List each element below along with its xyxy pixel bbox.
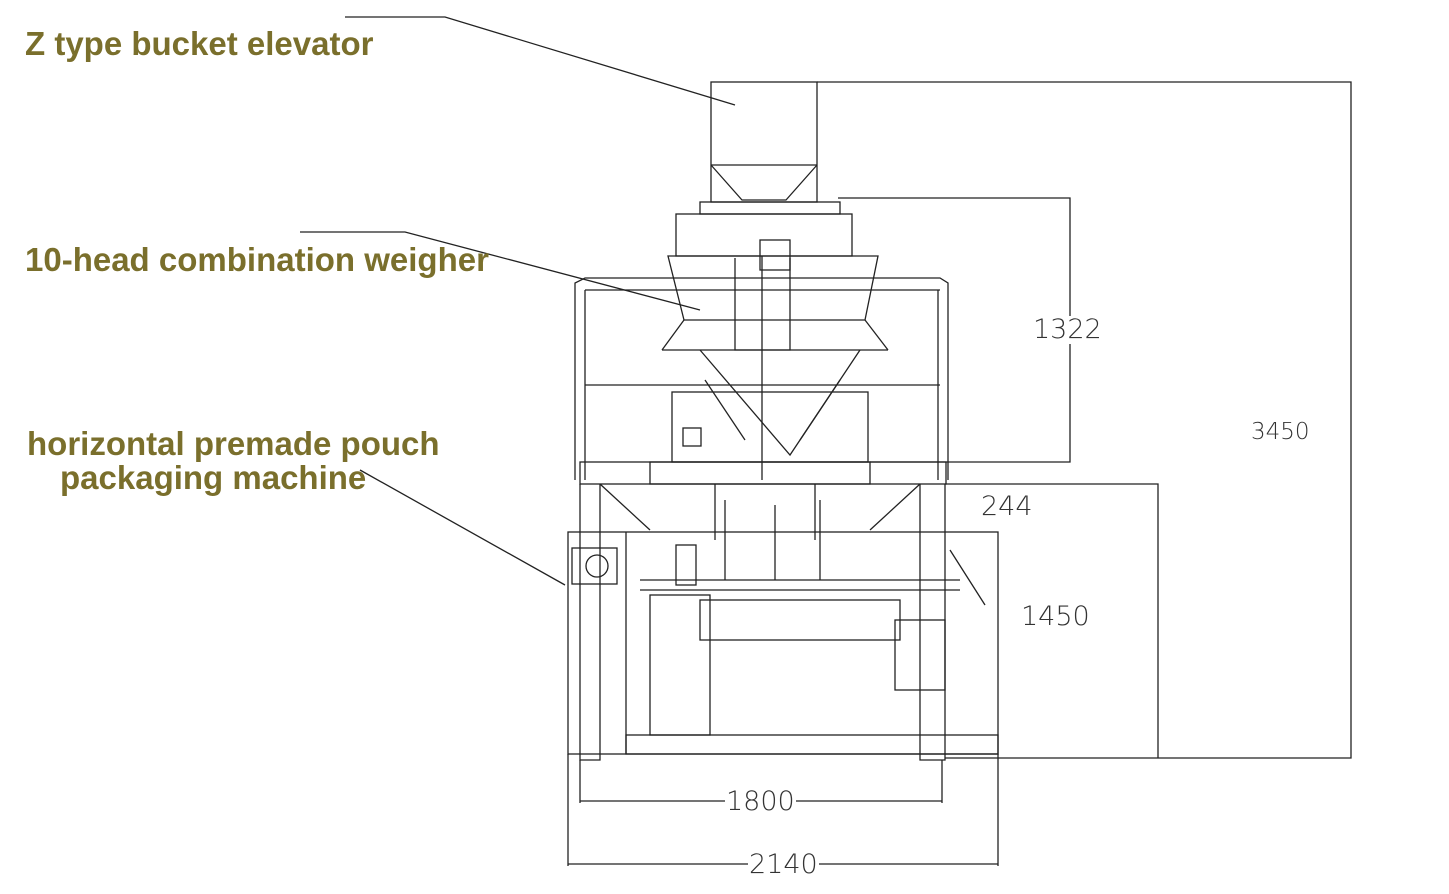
elevator-outline: [699, 81, 841, 215]
leader-lines: [300, 16, 736, 586]
label-weigher: 10-head combination weigher: [25, 241, 489, 278]
dim-platform-height: 244: [980, 491, 1034, 522]
label-elevator: Z type bucket elevator: [25, 25, 374, 62]
dim-machine-height: 1450: [1020, 601, 1091, 632]
label-packager-line1: horizontal premade pouch: [27, 425, 440, 462]
packing-machine-outline: [567, 500, 999, 755]
label-packager-line2: packaging machine: [60, 459, 367, 496]
platform-frame: [574, 277, 949, 761]
dim-machine-width: 2140: [748, 849, 819, 880]
weigher-outline: [661, 213, 889, 480]
dim-weigher-height: 1322: [1032, 314, 1103, 345]
dim-platform-width: 1800: [725, 786, 796, 817]
dimension-lines: [567, 81, 1352, 866]
dim-total-height: 3450: [1250, 418, 1311, 446]
